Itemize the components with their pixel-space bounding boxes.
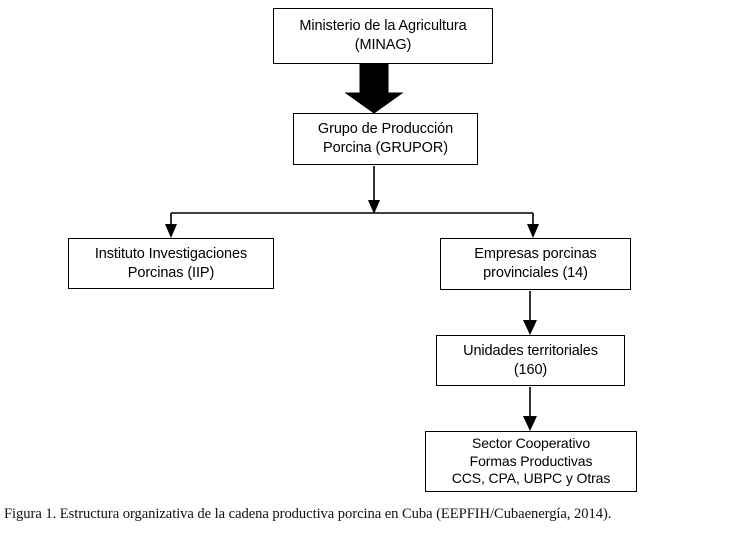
- node-empresas-line-1: Empresas porcinas: [474, 246, 597, 263]
- node-grupor-line-1: Grupo de Producción: [317, 121, 454, 138]
- node-unidades-line-1: Unidades territoriales: [463, 342, 598, 359]
- node-grupo-produccion-porcina: Grupo de Producción Porcina (GRUPOR): [293, 113, 478, 165]
- connector-grupor-to-bus-arrow: [368, 166, 380, 214]
- node-iip-line-2: Porcinas (IIP): [127, 264, 215, 281]
- node-instituto-investigaciones-porcinas: Instituto Investigaciones Porcinas (IIP): [68, 238, 274, 289]
- node-sector-line-1: Sector Cooperativo: [471, 434, 591, 451]
- connector-minag-to-grupor-arrow: [344, 63, 404, 114]
- node-minag-line-1: Ministerio de la Agricultura: [299, 18, 467, 35]
- connector-bus-to-empresas-arrow: [527, 213, 539, 238]
- connector-bus-to-iip-arrow: [165, 213, 177, 238]
- node-sector-line-3: CCS, CPA, UBPC y Otras: [451, 470, 611, 487]
- diagram-connectors-layer: [165, 63, 539, 431]
- connector-unidades-to-sector-arrow: [523, 387, 537, 431]
- node-grupor-line-2: Porcina (GRUPOR): [323, 140, 448, 156]
- node-iip-line-1: Instituto Investigaciones: [94, 245, 248, 262]
- figure-caption: Figura 1. Estructura organizativa de la …: [4, 506, 612, 522]
- node-empresas-line-2: provinciales (14): [483, 265, 588, 281]
- node-sector-cooperativo: Sector Cooperativo Formas Productivas CC…: [425, 431, 637, 492]
- connector-empresas-to-unidades-arrow: [523, 291, 537, 335]
- node-unidades-line-2: (160): [513, 361, 548, 378]
- node-sector-line-2: Formas Productivas: [469, 452, 593, 469]
- node-unidades-territoriales: Unidades territoriales (160): [436, 335, 625, 386]
- node-minag-line-2: (MINAG): [354, 37, 412, 53]
- node-ministerio-agricultura: Ministerio de la Agricultura (MINAG): [273, 8, 493, 64]
- node-empresas-porcinas-provinciales: Empresas porcinas provinciales (14): [440, 238, 631, 290]
